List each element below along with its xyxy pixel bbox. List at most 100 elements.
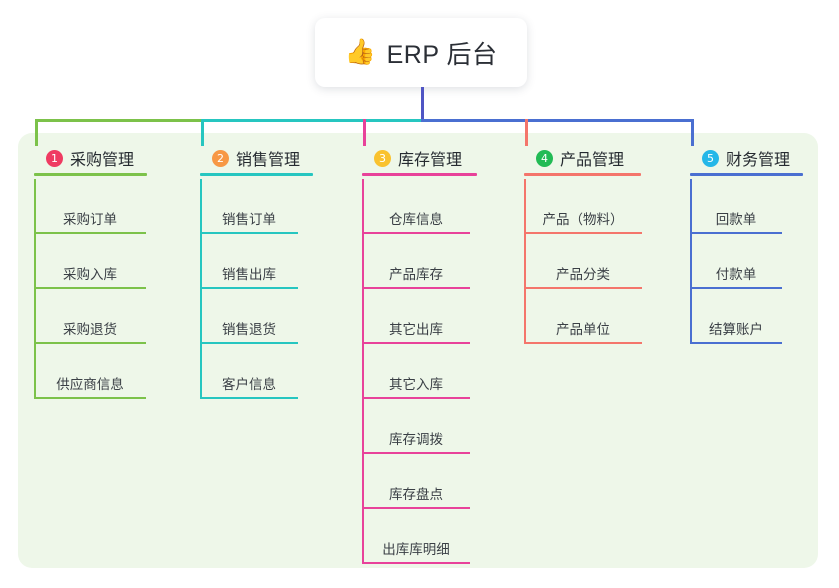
branch-item-underline [34, 397, 146, 399]
branch-number-badge: 4 [536, 149, 553, 167]
branch-item-underline [690, 232, 782, 234]
branch-header-4[interactable]: 4 产品管理 [524, 146, 624, 170]
branch-item-label: 回款单 [715, 212, 757, 227]
branch-item-underline [524, 232, 642, 234]
bus-segment-3 [421, 119, 694, 122]
branch-title: 销售管理 [236, 152, 301, 169]
branch-item[interactable]: 出库库明细 [362, 509, 470, 564]
branch-spine [690, 179, 692, 344]
branch-item[interactable]: 产品分类 [524, 234, 642, 289]
branch-item-label: 销售出库 [222, 267, 276, 282]
branch-item[interactable]: 产品（物料） [524, 179, 642, 234]
branch-item-label: 采购订单 [63, 212, 117, 227]
branch-item-label: 产品分类 [556, 267, 610, 282]
branch-item-underline [362, 507, 470, 509]
branch-item[interactable]: 销售出库 [200, 234, 298, 289]
branch-item-label: 供应商信息 [56, 377, 124, 392]
branch-item-list: 采购订单采购入库采购退货供应商信息 [34, 179, 146, 399]
stub-line-3 [363, 119, 366, 146]
bus-segment-2 [201, 119, 424, 122]
branch-spine [524, 179, 526, 344]
branch-item[interactable]: 其它入库 [362, 344, 470, 399]
branch-item[interactable]: 采购入库 [34, 234, 146, 289]
branch-header-2[interactable]: 2 销售管理 [200, 146, 300, 170]
branch-item-label: 仓库信息 [389, 212, 443, 227]
branch-number-badge: 2 [212, 149, 229, 167]
branch-item-list: 销售订单销售出库销售退货客户信息 [200, 179, 298, 399]
branch-item[interactable]: 回款单 [690, 179, 782, 234]
branch-item-underline [200, 287, 298, 289]
branch-item-underline [362, 232, 470, 234]
branch-column-2: 2 销售管理销售订单销售出库销售退货客户信息 [200, 146, 313, 399]
branch-item[interactable]: 仓库信息 [362, 179, 470, 234]
branch-column-3: 3 库存管理仓库信息产品库存其它出库其它入库库存调拨库存盘点出库库明细 [362, 146, 477, 564]
branch-item[interactable]: 其它出库 [362, 289, 470, 344]
branch-spine [200, 179, 202, 399]
branch-item-label: 采购退货 [63, 322, 117, 337]
branch-item-label: 结算账户 [709, 322, 763, 337]
branch-item[interactable]: 客户信息 [200, 344, 298, 399]
branch-item[interactable]: 产品单位 [524, 289, 642, 344]
branch-item-label: 其它入库 [389, 377, 443, 392]
branch-title: 库存管理 [398, 152, 463, 169]
branch-item[interactable]: 供应商信息 [34, 344, 146, 399]
stub-line-4 [525, 119, 528, 146]
root-node-title: ERP 后台 [386, 40, 498, 69]
branch-item-label: 库存盘点 [389, 487, 443, 502]
branch-item-label: 销售订单 [222, 212, 276, 227]
branch-item[interactable]: 采购订单 [34, 179, 146, 234]
root-drop-line [421, 87, 424, 122]
stub-line-5 [691, 119, 694, 146]
branch-item[interactable]: 付款单 [690, 234, 782, 289]
branch-item[interactable]: 库存盘点 [362, 454, 470, 509]
branch-item-label: 客户信息 [222, 377, 276, 392]
branch-item-underline [34, 342, 146, 344]
bus-segment-1 [35, 119, 204, 122]
branch-item-underline [690, 287, 782, 289]
branch-underline [690, 173, 803, 176]
branch-item-underline [200, 342, 298, 344]
branch-underline [362, 173, 477, 176]
branch-item-list: 仓库信息产品库存其它出库其它入库库存调拨库存盘点出库库明细 [362, 179, 470, 564]
branch-number-badge: 3 [374, 149, 391, 167]
branch-header-3[interactable]: 3 库存管理 [362, 146, 462, 170]
branch-title: 采购管理 [70, 152, 135, 169]
branch-item-underline [200, 232, 298, 234]
branch-item-label: 产品（物料） [542, 212, 624, 227]
branch-item-underline [34, 287, 146, 289]
branches-panel [18, 133, 818, 568]
branch-title: 财务管理 [726, 152, 791, 169]
branch-item-underline [200, 397, 298, 399]
branch-item[interactable]: 销售退货 [200, 289, 298, 344]
branch-item[interactable]: 库存调拨 [362, 399, 470, 454]
branch-title: 产品管理 [560, 152, 625, 169]
branch-item-label: 销售退货 [222, 322, 276, 337]
root-node[interactable]: 👍 ERP 后台 [315, 18, 527, 87]
thumbs-up-icon: 👍 [344, 38, 376, 66]
branch-item-underline [362, 287, 470, 289]
branch-item-label: 出库库明细 [382, 542, 450, 557]
stub-line-2 [201, 119, 204, 146]
branch-item[interactable]: 产品库存 [362, 234, 470, 289]
branch-item[interactable]: 销售订单 [200, 179, 298, 234]
branch-item-underline [690, 342, 782, 344]
branch-item-label: 付款单 [715, 267, 757, 282]
branch-item[interactable]: 结算账户 [690, 289, 782, 344]
branch-item-label: 产品库存 [389, 267, 443, 282]
branch-item-underline [362, 342, 470, 344]
branch-underline [200, 173, 313, 176]
branch-item-underline [34, 232, 146, 234]
branch-underline [524, 173, 641, 176]
branch-spine [362, 179, 364, 564]
branch-item-label: 库存调拨 [389, 432, 443, 447]
branch-item-underline [524, 342, 642, 344]
branch-item-label: 产品单位 [556, 322, 610, 337]
branch-item-label: 其它出库 [389, 322, 443, 337]
branch-item[interactable]: 采购退货 [34, 289, 146, 344]
branch-item-underline [362, 452, 470, 454]
